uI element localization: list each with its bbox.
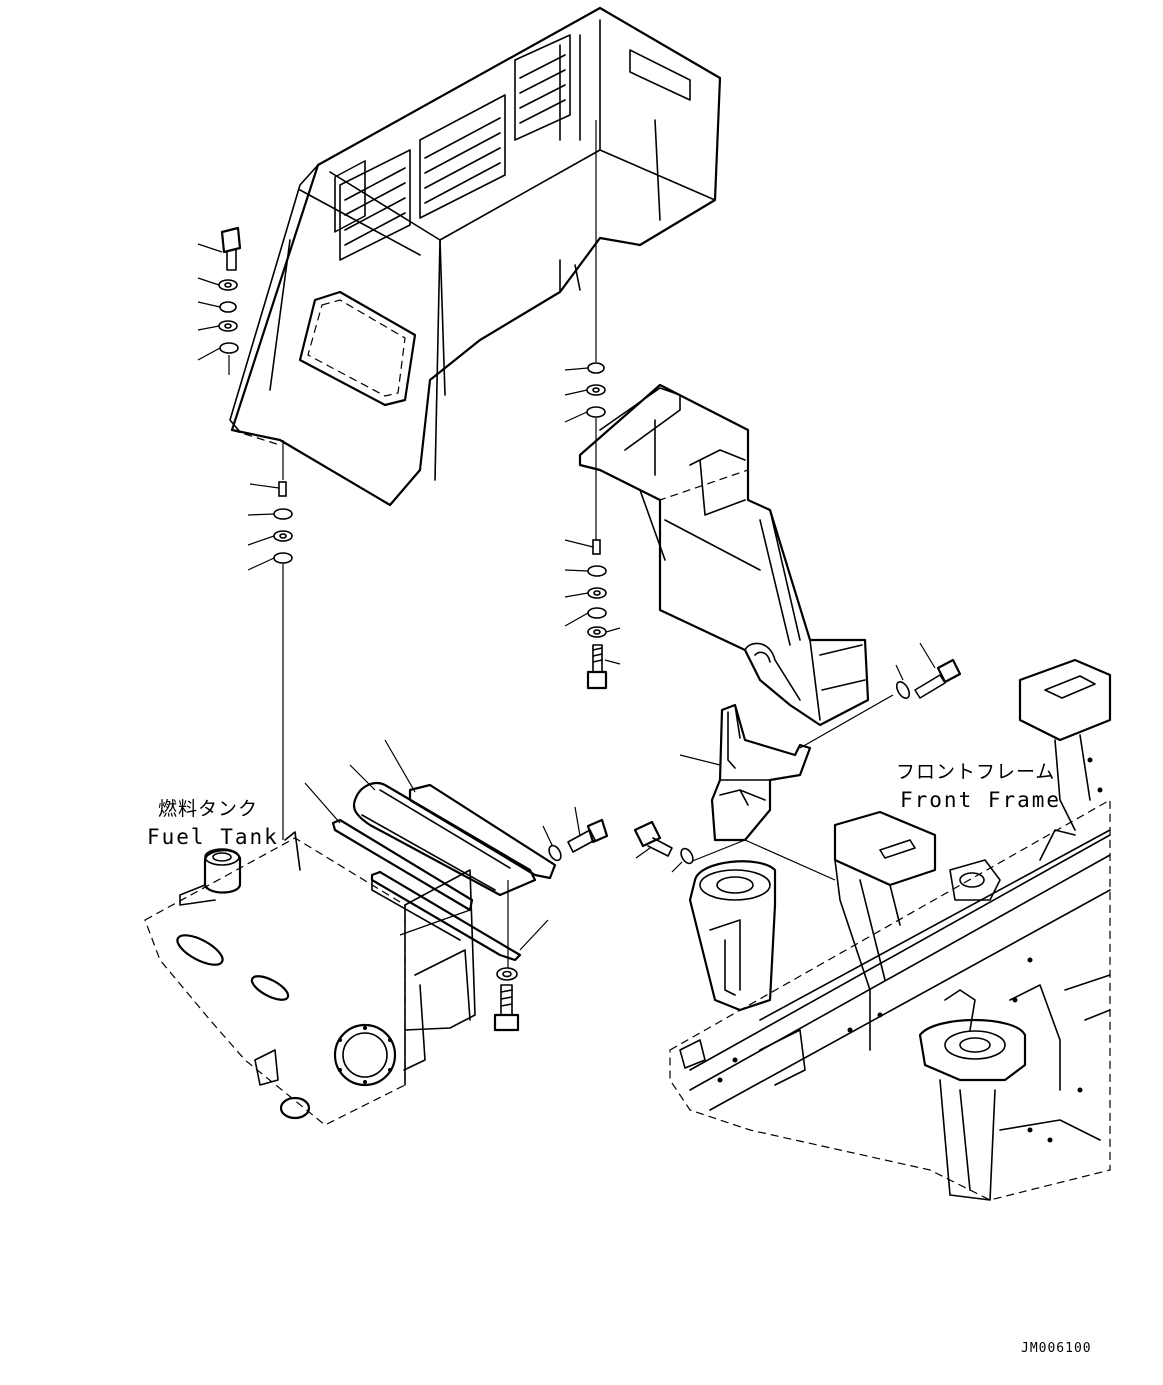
fuel-tank-label-jp: 燃料タンク: [158, 798, 259, 820]
left-fastener-stack-lower: [247, 440, 293, 840]
bracket-bolt: [799, 642, 962, 749]
plate-bolts: [493, 806, 609, 1032]
drawing-code: JM006100: [1021, 1341, 1092, 1356]
fuel-tank: [144, 831, 476, 1126]
center-fastener-stack: [564, 120, 621, 690]
front-frame-label-en: Front Frame: [900, 788, 1062, 812]
support-bracket: [578, 383, 870, 727]
cover-assembly: [229, 6, 722, 507]
left-fastener-stack-upper: [197, 226, 242, 375]
front-frame-label-jp: フロントフレーム: [896, 761, 1056, 783]
angled-bracket-bolts: [633, 820, 694, 873]
fuel-tank-label-en: Fuel Tank: [147, 825, 279, 849]
front-frame: [669, 658, 1112, 1201]
angled-bracket: [679, 703, 836, 881]
cover-plates: [304, 739, 557, 970]
